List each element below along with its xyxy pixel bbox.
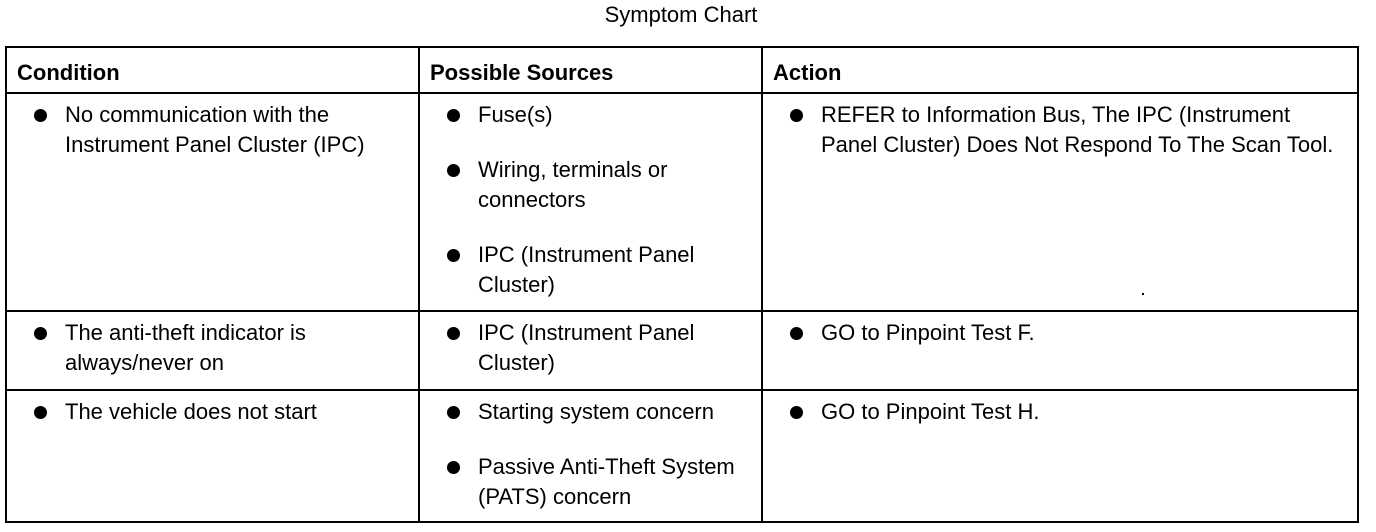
header-possible-sources: Possible Sources (418, 46, 763, 94)
action-text: GO to Pinpoint Test F. (821, 320, 1035, 345)
list-item: IPC (Instrument Panel Cluster) (430, 318, 753, 378)
header-row: Condition Possible Sources Action (5, 46, 1359, 94)
action-cell: REFER to Information Bus, The IPC (Instr… (761, 92, 1359, 312)
chart-title: Symptom Chart (604, 2, 758, 27)
table-row: No communication with the Instrument Pan… (5, 92, 1359, 312)
list-item: GO to Pinpoint Test F. (773, 318, 1349, 348)
list-item: GO to Pinpoint Test H. (773, 397, 1349, 427)
list-item: IPC (Instrument Panel Cluster) (430, 240, 753, 300)
header-action: Action (761, 46, 1359, 94)
list-item: Fuse(s) (430, 100, 753, 130)
action-text: GO to Pinpoint Test H. (821, 399, 1040, 424)
bullet-icon (447, 109, 460, 122)
bullet-icon (447, 249, 460, 262)
sources-cell: Starting system concern Passive Anti-The… (418, 389, 763, 523)
condition-text: The vehicle does not start (65, 399, 317, 424)
stray-dot (1142, 293, 1144, 295)
list-item: The anti-theft indicator is always/never… (17, 318, 410, 378)
action-text: REFER to Information Bus, The IPC (Instr… (821, 102, 1334, 157)
condition-cell: No communication with the Instrument Pan… (5, 92, 420, 312)
list-item: Passive Anti-Theft System (PATS) concern (430, 452, 753, 512)
bullet-icon (790, 109, 803, 122)
condition-cell: The vehicle does not start (5, 389, 420, 523)
list-item: Wiring, terminals or connectors (430, 155, 753, 215)
bullet-icon (790, 327, 803, 340)
bullet-icon (447, 461, 460, 474)
list-item: The vehicle does not start (17, 397, 410, 427)
symptom-table: Condition Possible Sources Action No com… (5, 46, 1359, 523)
condition-text: No communication with the Instrument Pan… (65, 102, 365, 157)
list-item: REFER to Information Bus, The IPC (Instr… (773, 100, 1349, 160)
bullet-icon (790, 406, 803, 419)
condition-cell: The anti-theft indicator is always/never… (5, 310, 420, 391)
source-text: IPC (Instrument Panel Cluster) (478, 320, 695, 375)
bullet-icon (34, 109, 47, 122)
bullet-icon (34, 327, 47, 340)
list-item: No communication with the Instrument Pan… (17, 100, 410, 160)
table-row: The anti-theft indicator is always/never… (5, 310, 1359, 391)
sources-cell: Fuse(s) Wiring, terminals or connectors … (418, 92, 763, 312)
source-text: Starting system concern (478, 399, 714, 424)
source-text: Fuse(s) (478, 102, 553, 127)
table-row: The vehicle does not start Starting syst… (5, 389, 1359, 523)
sources-cell: IPC (Instrument Panel Cluster) (418, 310, 763, 391)
source-text: Wiring, terminals or connectors (478, 157, 668, 212)
action-cell: GO to Pinpoint Test F. (761, 310, 1359, 391)
condition-text: The anti-theft indicator is always/never… (65, 320, 306, 375)
bullet-icon (447, 327, 460, 340)
source-text: Passive Anti-Theft System (PATS) concern (478, 454, 735, 509)
bullet-icon (447, 406, 460, 419)
bullet-icon (34, 406, 47, 419)
bullet-icon (447, 164, 460, 177)
source-text: IPC (Instrument Panel Cluster) (478, 242, 695, 297)
header-condition: Condition (5, 46, 420, 94)
action-cell: GO to Pinpoint Test H. (761, 389, 1359, 523)
list-item: Starting system concern (430, 397, 753, 427)
